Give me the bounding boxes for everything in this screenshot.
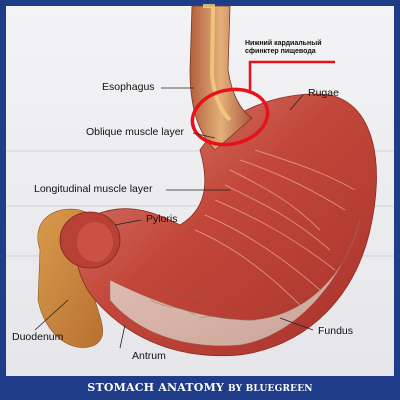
label-oblique-muscle-layer: Oblique muscle layer bbox=[86, 126, 185, 138]
label-longitudinal-muscle-layer: Longitudinal muscle layer bbox=[34, 183, 153, 195]
leader-lines bbox=[34, 87, 314, 349]
label-duodenum: Duodenum bbox=[12, 331, 64, 343]
annotation-line-1: Нижний кардиальный bbox=[245, 40, 322, 47]
sphincter-annotation-circle bbox=[190, 87, 270, 147]
label-fundus: Fundus bbox=[318, 325, 354, 337]
rugae-folds bbox=[194, 149, 356, 306]
label-antrum: Antrum bbox=[132, 350, 166, 362]
annotation-line-2: сфинктер пищевода bbox=[245, 48, 316, 56]
caption-author: BY BLUEGREEN bbox=[228, 384, 313, 394]
sphincter-annotation-label: Нижний кардиальный сфинктер пищевода bbox=[245, 40, 322, 56]
lining-veins bbox=[149, 284, 321, 321]
label-esophagus: Esophagus bbox=[102, 81, 155, 93]
label-pyloris: Pyloris bbox=[146, 213, 178, 225]
caption-title: STOMACH ANATOMY bbox=[87, 381, 225, 394]
esophagus-tube bbox=[189, 5, 253, 151]
label-rugae: Rugae bbox=[308, 87, 339, 99]
sphincter-annotation-pointer bbox=[248, 60, 335, 92]
